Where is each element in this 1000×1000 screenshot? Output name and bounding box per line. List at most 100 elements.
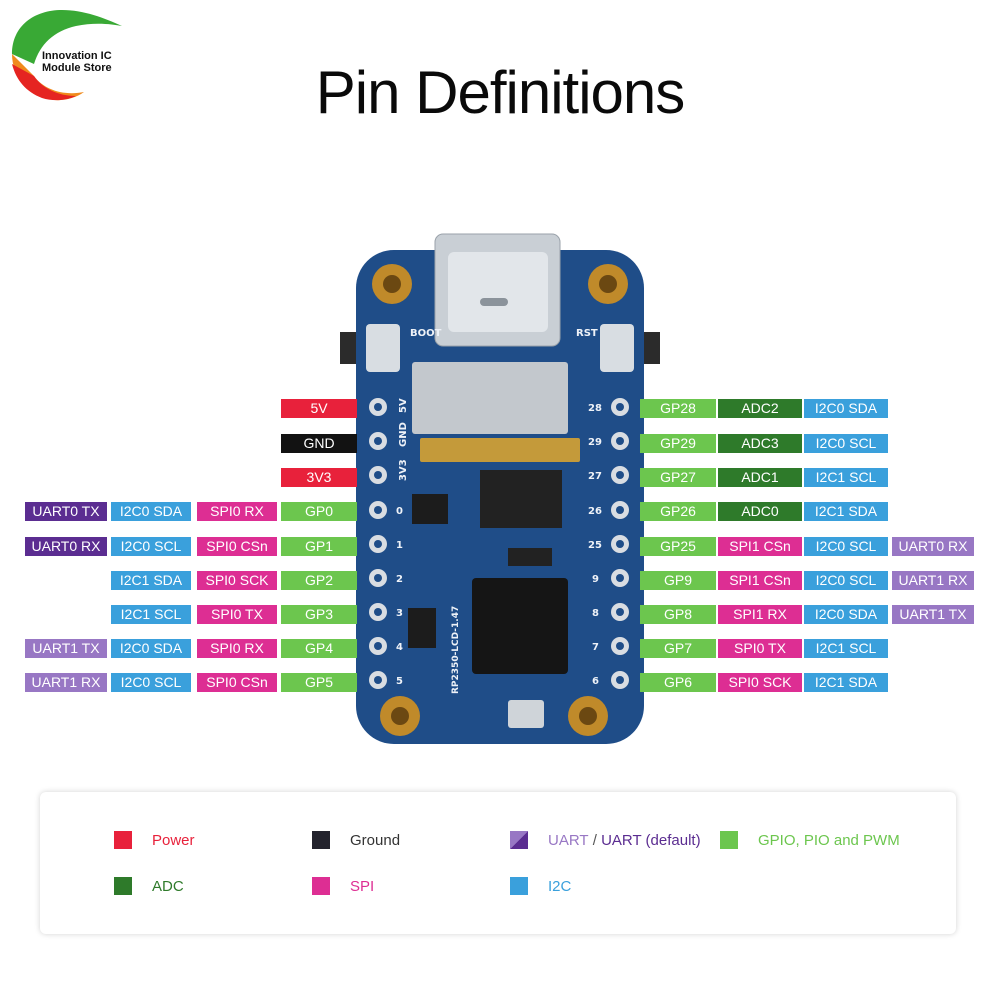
- store-logo: Innovation IC Module Store: [4, 6, 128, 102]
- right-pin-8-label-0: GP6: [640, 673, 716, 692]
- legend-power: Power: [114, 830, 195, 850]
- rp2350-mcu: [472, 578, 568, 674]
- right-pin-4-label-0: GP25: [640, 537, 716, 556]
- right-pin-1-label-0: GP29: [640, 434, 716, 453]
- left-pin-7-label-0: GP4: [281, 639, 357, 658]
- left-pin-5-label-0: GP2: [281, 571, 357, 590]
- left-pin-7-label-2: I2C0 SDA: [111, 639, 191, 658]
- legend-uart-sep: /: [588, 831, 602, 849]
- silk-left-4: 1: [396, 540, 403, 551]
- left-pin-6-label-0: GP3: [281, 605, 357, 624]
- legend-gpio-label: GPIO, PIO and PWM: [758, 831, 900, 849]
- mounting-hole-icon: [372, 264, 628, 736]
- right-pin-6-label-1: SPI1 RX: [718, 605, 802, 624]
- right-pin-5-label-2: I2C0 SCL: [804, 571, 888, 590]
- right-pin-2-label-1: ADC1: [718, 468, 802, 487]
- legend-i2c-label: I2C: [548, 877, 572, 895]
- regulator-chip: [412, 494, 448, 524]
- logo-line-1: Innovation IC: [42, 50, 112, 62]
- legend-power-label: Power: [152, 831, 195, 849]
- legend-uart-default-label: UART (default): [601, 831, 701, 849]
- silk-boot: BOOT: [410, 328, 442, 339]
- left-pin-4-label-1: SPI0 CSn: [197, 537, 277, 556]
- silk-left-3: 0: [396, 506, 403, 517]
- left-pin-5-label-1: SPI0 SCK: [197, 571, 277, 590]
- legend-i2c: I2C: [510, 876, 571, 896]
- crystal: [508, 548, 552, 566]
- lcd-connector: [420, 438, 580, 462]
- left-pin-6-label-2: I2C1 SCL: [111, 605, 191, 624]
- left-pin-3-label-0: GP0: [281, 502, 357, 521]
- right-pin-4-label-2: I2C0 SCL: [804, 537, 888, 556]
- silk-right-7: 7: [592, 642, 599, 653]
- logo-line-2: Module Store: [42, 62, 112, 74]
- legend-spi: SPI: [312, 876, 374, 896]
- power-swatch: [114, 831, 132, 849]
- legend-gpio: GPIO, PIO and PWM: [720, 830, 900, 850]
- small-chip: [408, 608, 436, 648]
- reset-button-cap: [642, 332, 660, 364]
- right-pin-6-label-3: UART1 TX: [892, 605, 974, 624]
- silk-left-6: 3: [396, 608, 403, 619]
- silk-left-7: 4: [396, 642, 403, 653]
- right-pin-0-label-2: I2C0 SDA: [804, 399, 888, 418]
- logo-leaf-icon: [12, 10, 122, 101]
- rp2350-board: 5V GND 3V3 0 1 2 3 4 5 28 29 27 26 25 9 …: [340, 233, 660, 744]
- right-pin-2-label-2: I2C1 SCL: [804, 468, 888, 487]
- usb-c-connector-icon: [434, 233, 561, 347]
- boot-switch: [366, 324, 400, 372]
- ground-swatch: [312, 831, 330, 849]
- legend-ground-label: Ground: [350, 831, 401, 849]
- left-pin-4-label-0: GP1: [281, 537, 357, 556]
- led: [508, 700, 544, 728]
- silk-left-2: 3V3: [398, 459, 409, 481]
- right-header-pins: [611, 398, 629, 689]
- left-pin-8-label-3: UART1 RX: [25, 673, 107, 692]
- right-pin-8-label-1: SPI0 SCK: [718, 673, 802, 692]
- silk-rst: RST: [576, 328, 598, 339]
- silk-model: RP2350-LCD-1.47: [451, 606, 461, 694]
- right-pin-7-label-2: I2C1 SCL: [804, 639, 888, 658]
- adc-swatch: [114, 877, 132, 895]
- right-pin-3-label-0: GP26: [640, 502, 716, 521]
- right-pin-1-label-2: I2C0 SCL: [804, 434, 888, 453]
- left-pin-5-label-2: I2C1 SDA: [111, 571, 191, 590]
- silk-right-4: 25: [588, 540, 602, 551]
- right-pin-5-label-0: GP9: [640, 571, 716, 590]
- silk-right-2: 27: [588, 471, 602, 482]
- right-pin-4-label-3: UART0 RX: [892, 537, 974, 556]
- right-pin-7-label-1: SPI0 TX: [718, 639, 802, 658]
- right-pin-4-label-1: SPI1 CSn: [718, 537, 802, 556]
- silk-left-5: 2: [396, 574, 403, 585]
- logo-text: Innovation IC Module Store: [42, 50, 124, 74]
- left-pin-7-label-3: UART1 TX: [25, 639, 107, 658]
- boot-button-cap: [340, 332, 358, 364]
- left-pin-7-label-1: SPI0 RX: [197, 639, 277, 658]
- silk-right-5: 9: [592, 574, 599, 585]
- right-pin-6-label-2: I2C0 SDA: [804, 605, 888, 624]
- silk-left-8: 5: [396, 676, 403, 687]
- left-pin-4-label-3: UART0 RX: [25, 537, 107, 556]
- left-pin-6-label-1: SPI0 TX: [197, 605, 277, 624]
- legend-adc: ADC: [114, 876, 184, 896]
- silk-left-1: GND: [398, 422, 409, 447]
- right-pin-0-label-0: GP28: [640, 399, 716, 418]
- right-pin-8-label-2: I2C1 SDA: [804, 673, 888, 692]
- left-pin-4-label-2: I2C0 SCL: [111, 537, 191, 556]
- right-pin-3-label-2: I2C1 SDA: [804, 502, 888, 521]
- silk-left-0: 5V: [398, 398, 409, 413]
- gpio-swatch: [720, 831, 738, 849]
- legend-adc-label: ADC: [152, 877, 184, 895]
- legend-uart: UART / UART (default): [510, 830, 701, 850]
- spi-swatch: [312, 877, 330, 895]
- i2c-swatch: [510, 877, 528, 895]
- legend-ground: Ground: [312, 830, 400, 850]
- silk-right-0: 28: [588, 403, 602, 414]
- left-pin-8-label-2: I2C0 SCL: [111, 673, 191, 692]
- right-pin-5-label-3: UART1 RX: [892, 571, 974, 590]
- left-pin-3-label-1: SPI0 RX: [197, 502, 277, 521]
- silk-right-1: 29: [588, 437, 602, 448]
- right-pin-7-label-0: GP7: [640, 639, 716, 658]
- left-pin-3-label-2: I2C0 SDA: [111, 502, 191, 521]
- right-pin-0-label-1: ADC2: [718, 399, 802, 418]
